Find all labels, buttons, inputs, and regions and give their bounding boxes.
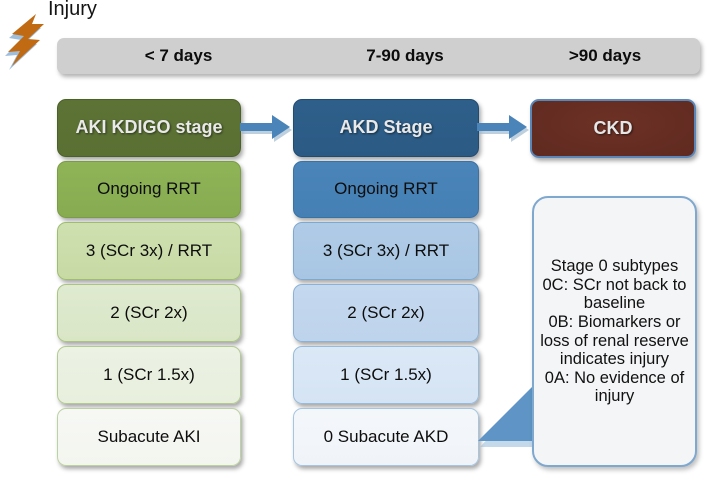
akd-row-ongoing-rrt: Ongoing RRT	[293, 161, 479, 218]
akd-row-stage-2: 2 (SCr 2x)	[293, 284, 479, 342]
aki-column-header: AKI KDIGO stage	[57, 99, 241, 157]
aki-row-ongoing-rrt: Ongoing RRT	[57, 161, 241, 218]
injury-label: Injury	[48, 0, 97, 20]
aki-row-stage-2: 2 (SCr 2x)	[57, 284, 241, 342]
aki-row-subacute: Subacute AKI	[57, 408, 241, 466]
akd-row-stage-3: 3 (SCr 3x) / RRT	[293, 222, 479, 280]
timeline-segment-2: >90 days	[568, 46, 642, 65]
timeline-segment-0: < 7 days	[144, 46, 213, 65]
arrow-right-icon	[475, 108, 537, 150]
timeline-bar: < 7 days 7-90 days >90 days	[57, 38, 700, 74]
timeline-segment-1: 7-90 days	[366, 46, 444, 65]
akd-column-header: AKD Stage	[293, 99, 479, 157]
akd-row-stage-1: 1 (SCr 1.5x)	[293, 346, 479, 404]
akd-row-stage-0: 0 Subacute AKD	[293, 408, 479, 466]
arrow-right-icon	[238, 108, 300, 150]
callout-tail-icon	[478, 383, 540, 463]
aki-row-stage-1: 1 (SCr 1.5x)	[57, 346, 241, 404]
callout-text: Stage 0 subtypes 0C: SCr not back to bas…	[540, 256, 689, 406]
ckd-box: CKD	[530, 99, 696, 158]
stage-0-subtypes-callout: Stage 0 subtypes 0C: SCr not back to bas…	[532, 196, 697, 467]
aki-row-stage-3: 3 (SCr 3x) / RRT	[57, 222, 241, 280]
lightning-bolt-icon	[2, 10, 74, 72]
